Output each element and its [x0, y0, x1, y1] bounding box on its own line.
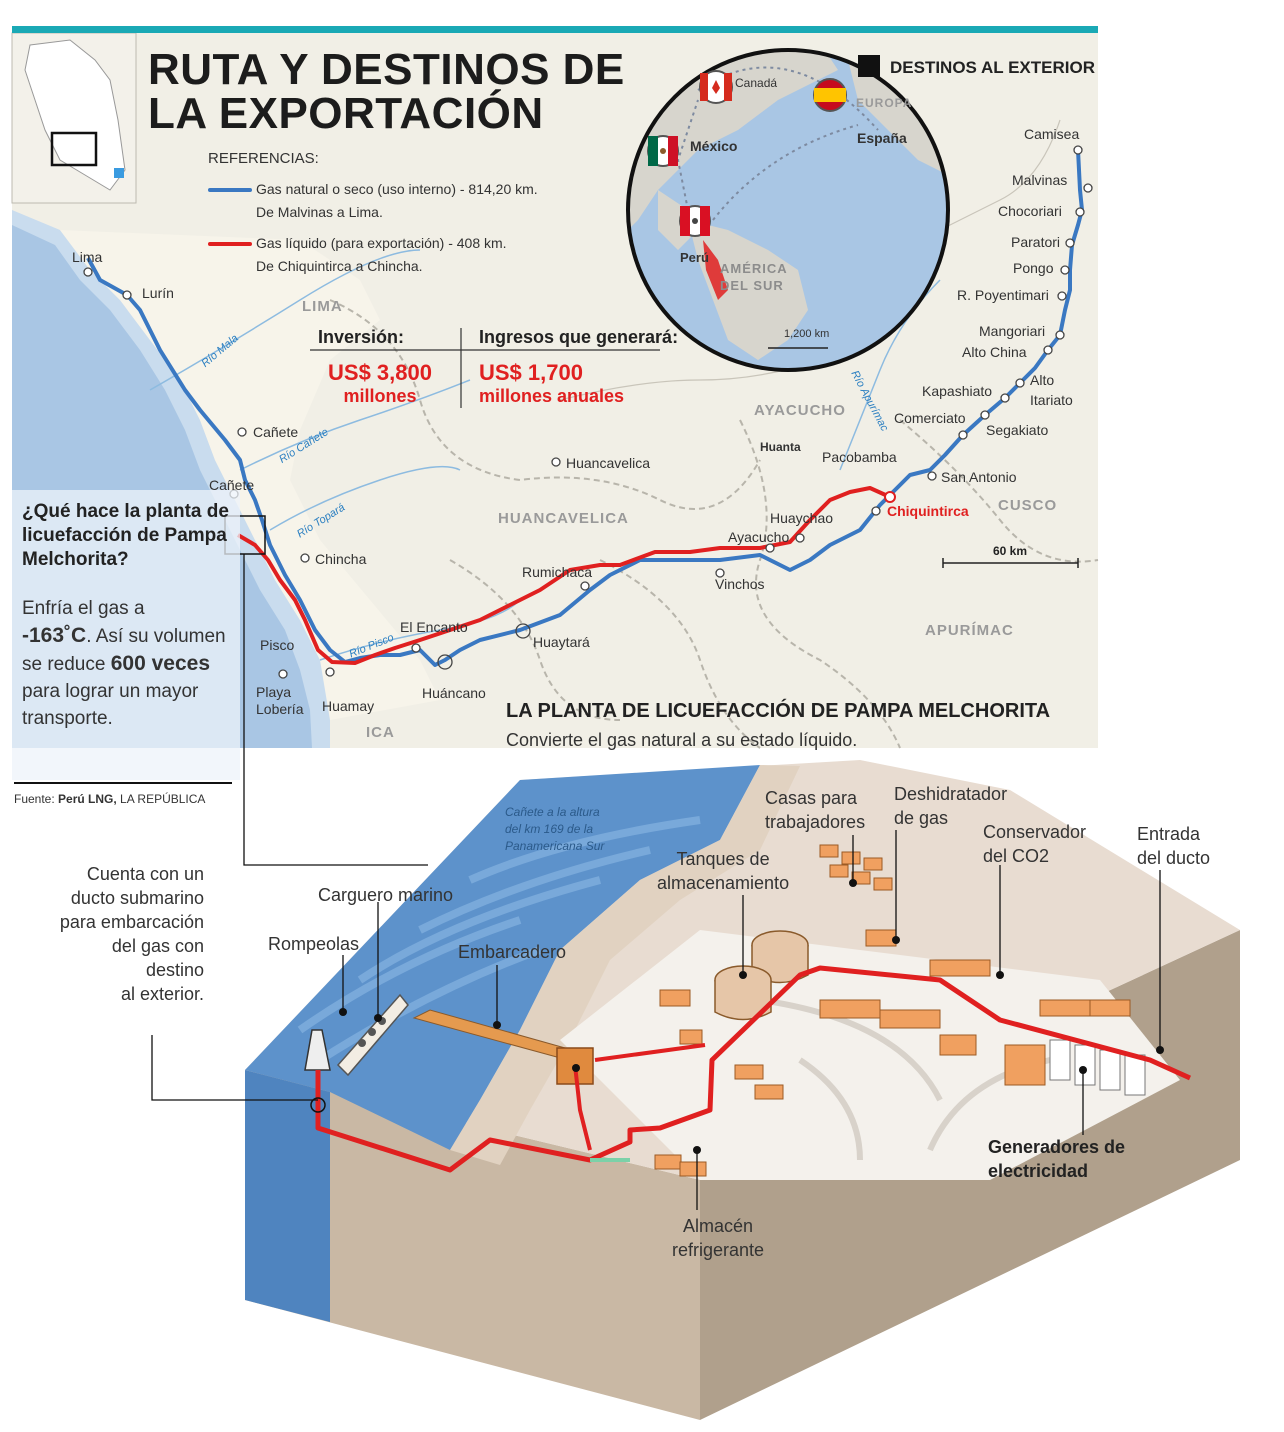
region-cusco: CUSCO	[998, 497, 1058, 514]
place-san-antonio: San Antonio	[941, 469, 1017, 485]
globe-label-canada: Canadá	[735, 76, 778, 90]
legend-blue-line	[208, 188, 252, 192]
destinations-marker	[858, 55, 880, 77]
flag-spain-icon	[813, 78, 847, 112]
globe-map	[626, 48, 950, 372]
question-heading: ¿Qué hace la planta de licuefacción de P…	[22, 501, 229, 570]
region-lima: LIMA	[302, 298, 343, 315]
place-camisea: Camisea	[1024, 126, 1080, 142]
place-chocoriari: Chocoriari	[998, 203, 1062, 219]
globe-label-mexico: México	[690, 138, 738, 154]
source-credit: Fuente: Perú LNG, LA REPÚBLICA	[14, 792, 206, 806]
globe-scale: 1,200 km	[784, 328, 830, 340]
place-lurin: Lurín	[142, 285, 174, 301]
place-comerciato: Comerciato	[894, 410, 966, 426]
income-unit: millones anuales	[479, 386, 625, 406]
flag-mexico-icon	[647, 135, 679, 167]
plant-illustration	[151, 760, 1240, 1420]
place-segakiato: Segakiato	[986, 422, 1049, 438]
investment-label: Inversión:	[318, 327, 405, 347]
label-carguero: Carguero marino	[318, 885, 454, 905]
region-huancavelica: HUANCAVELICA	[498, 510, 629, 527]
place-el-encanto: El Encanto	[400, 619, 468, 635]
place-canete-2: Cañete	[209, 477, 255, 493]
region-ayacucho: AYACUCHO	[754, 402, 846, 419]
legend-blue-text: Gas natural o seco (uso interno) - 814,2…	[256, 181, 538, 220]
globe-label-peru: Perú	[680, 250, 709, 265]
place-paratori: Paratori	[1011, 234, 1061, 250]
globe-label-europa: EUROPA	[856, 96, 913, 110]
flag-canada-icon	[699, 70, 733, 104]
investment-value: US$ 3,800	[328, 360, 432, 385]
region-ica: ICA	[366, 724, 395, 741]
place-poyentimari: R. Poyentimari	[957, 287, 1049, 303]
place-vinchos: Vinchos	[715, 576, 765, 592]
income-label: Ingresos que generará:	[479, 327, 679, 347]
investment-unit: millones	[343, 386, 417, 406]
place-mangoriari: Mangoriari	[979, 323, 1046, 339]
place-canete-1: Cañete	[253, 424, 299, 440]
globe-label-espana: España	[857, 130, 907, 146]
place-pacobamba: Pacobamba	[822, 449, 897, 465]
plant-subtitle: Convierte el gas natural a su estado líq…	[506, 730, 858, 750]
place-rumichaca: Rumichaca	[522, 564, 593, 580]
answer-text: Enfría el gas a -163˚C. Así su volumen s…	[22, 598, 226, 729]
flag-peru-icon	[679, 205, 711, 237]
place-pongo: Pongo	[1013, 260, 1054, 276]
place-huancavelica: Huancavelica	[566, 455, 651, 471]
plant-heading: LA PLANTA DE LICUEFACCIÓN DE PAMPA MELCH…	[506, 700, 1051, 722]
top-accent-bar	[12, 26, 1098, 33]
place-huaychao: Huaychao	[770, 510, 834, 526]
place-huancano: Huáncano	[422, 685, 486, 701]
page-title: RUTA Y DESTINOS DE LA EXPORTACIÓN	[148, 45, 625, 138]
region-apurimac: APURÍMAC	[925, 622, 1014, 639]
destinations-heading: DESTINOS AL EXTERIOR	[890, 58, 1095, 77]
place-alto-china: Alto China	[962, 344, 1027, 360]
place-chiquintirca: Chiquintirca	[887, 503, 969, 519]
label-embarcadero: Embarcadero	[458, 942, 567, 962]
legend-red-line	[208, 242, 252, 246]
legend-red-text: Gas líquido (para exportación) - 408 km.…	[256, 235, 507, 274]
references-heading: REFERENCIAS:	[208, 150, 319, 167]
place-huanta: Huanta	[760, 440, 801, 454]
place-malvinas: Malvinas	[1012, 172, 1068, 188]
place-chincha: Chincha	[315, 551, 367, 567]
place-lima: Lima	[72, 249, 103, 265]
place-huaytara: Huaytará	[533, 634, 590, 650]
place-kapashiato: Kapashiato	[922, 383, 993, 399]
place-pisco: Pisco	[260, 637, 295, 653]
map-scale: 60 km	[993, 544, 1028, 558]
place-huamay: Huamay	[322, 698, 375, 714]
label-rompeolas: Rompeolas	[268, 934, 360, 954]
income-value: US$ 1,700	[479, 360, 583, 385]
place-ayacucho: Ayacucho	[728, 529, 790, 545]
